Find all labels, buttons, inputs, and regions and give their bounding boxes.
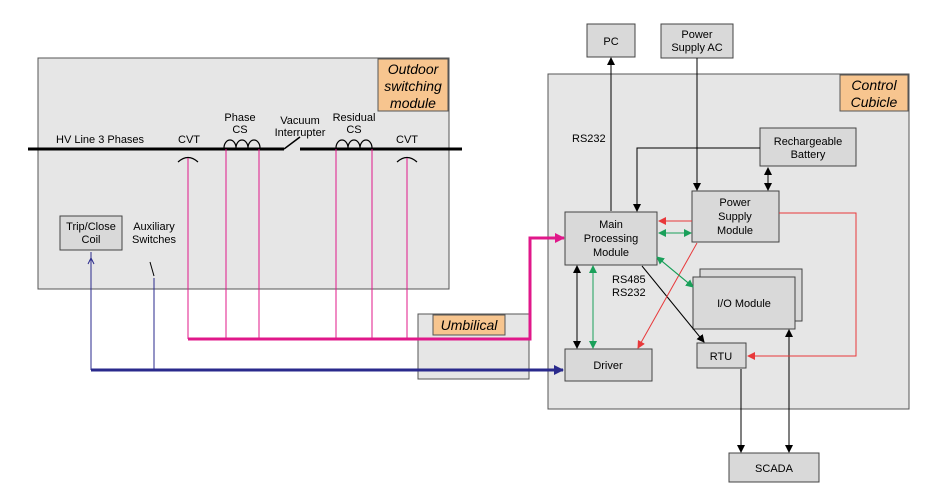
main-label-1: Main (599, 219, 623, 231)
io-module-block: I/O Module (692, 268, 803, 330)
rs232-bottom-label: RS232 (612, 287, 646, 299)
hv-line (28, 136, 462, 151)
psm-label-3: Module (717, 225, 753, 237)
aux-switch-symbol (149, 261, 155, 277)
power-ac-label-2: Supply AC (671, 42, 722, 54)
trip-close-label-1: Trip/Close (66, 221, 116, 233)
black-connectors (573, 57, 793, 453)
cvt-right-symbol (396, 156, 418, 163)
power-supply-ac-block: Power Supply AC (660, 23, 734, 59)
outdoor-title-line2: switching (384, 78, 442, 94)
main-label-3: Module (593, 247, 629, 259)
umbilical-panel: Umbilical (417, 313, 530, 380)
control-title-box (839, 74, 909, 112)
pc-label: PC (603, 36, 618, 48)
rtu-label: RTU (710, 351, 732, 363)
cvt-left-symbol (177, 156, 199, 163)
control-title-line2: Cubicle (851, 94, 898, 110)
aux-switches-label-1: Auxiliary (133, 221, 175, 233)
blue-signal-lines (87, 252, 564, 375)
rechargeable-battery-block: Rechargeable Battery (759, 127, 857, 167)
rs232-top-label: RS232 (572, 133, 606, 145)
trip-close-label-2: Coil (82, 234, 101, 246)
io-module-label: I/O Module (717, 298, 771, 310)
rs485-label: RS485 (612, 274, 646, 286)
red-power-lines (637, 212, 857, 360)
psm-label-1: Power (719, 197, 751, 209)
psm-label-2: Supply (718, 211, 752, 223)
cvt-right-label: CVT (396, 134, 418, 146)
aux-switches-label-2: Switches (132, 234, 177, 246)
vacuum-label-2: Interrupter (275, 127, 326, 139)
umbilical-title: Umbilical (441, 317, 499, 333)
outdoor-title-box (377, 58, 449, 112)
trip-close-coil-block: Trip/Close Coil (59, 215, 123, 251)
pc-block: PC (586, 23, 636, 58)
main-label-2: Processing (584, 233, 638, 245)
cvt-left-label: CVT (178, 134, 200, 146)
phase-cs-coil (223, 139, 261, 149)
battery-label-2: Battery (791, 149, 826, 161)
scada-label: SCADA (755, 463, 794, 475)
umbilical-title-box (432, 314, 506, 336)
outdoor-title-line1: Outdoor (388, 61, 440, 77)
phase-cs-label-1: Phase (224, 112, 255, 124)
residual-cs-label-2: CS (346, 124, 361, 136)
rtu-block: RTU (696, 342, 747, 369)
hv-line-label: HV Line 3 Phases (56, 134, 145, 146)
residual-cs-label-1: Residual (333, 112, 376, 124)
outdoor-title-line3: module (390, 95, 436, 111)
outdoor-switching-module-panel: Outdoor switching module (37, 57, 450, 290)
driver-label: Driver (593, 360, 623, 372)
main-processing-module-block: Main Processing Module (564, 211, 658, 266)
power-supply-module-block: Power Supply Module (691, 190, 780, 243)
magenta-signal-lines (187, 149, 565, 341)
residual-cs-coil (335, 139, 373, 149)
green-comm-lines (589, 229, 694, 349)
power-ac-label-1: Power (681, 29, 713, 41)
scada-block: SCADA (728, 452, 820, 483)
vacuum-interrupter-switch (283, 136, 301, 150)
driver-block: Driver (564, 348, 653, 382)
vacuum-label-1: Vacuum (280, 115, 320, 127)
battery-label-1: Rechargeable (774, 136, 843, 148)
phase-cs-label-2: CS (232, 124, 247, 136)
control-title-line1: Control (851, 77, 897, 93)
